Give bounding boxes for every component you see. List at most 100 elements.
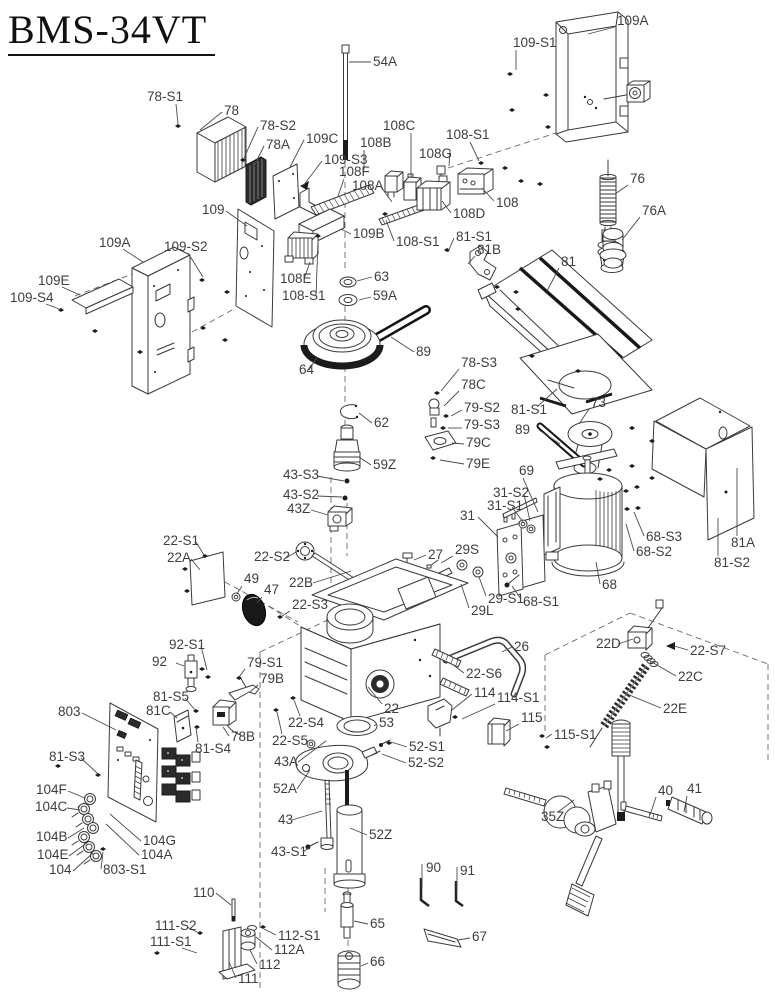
part-68-motor <box>543 455 625 577</box>
part-label-29L: 29L <box>471 603 494 618</box>
part-label-69: 69 <box>519 463 534 478</box>
part-label-115-S1: 115-S1 <box>554 727 597 742</box>
part-90-allen-key <box>419 878 430 907</box>
part-76-spring <box>599 159 617 227</box>
part-label-109A: 109A <box>99 235 131 250</box>
part-69-pin <box>502 497 538 519</box>
part-110-pin <box>231 898 236 922</box>
leader-line-76 <box>614 184 629 195</box>
part-label-47: 47 <box>264 582 279 597</box>
part-label-54A: 54A <box>373 54 397 69</box>
leader-line-79B <box>249 684 259 693</box>
part-78c-knob <box>428 398 440 416</box>
part-66-arbor <box>337 950 361 990</box>
leader-line-22E <box>621 691 662 709</box>
part-92-switch <box>184 654 198 692</box>
part-label-114: 114 <box>474 685 496 700</box>
part-52s2-screw <box>371 750 381 756</box>
part-label-104B: 104B <box>36 829 68 844</box>
part-label-81-S2: 81-S2 <box>714 555 750 570</box>
part-label-68-S1: 68-S1 <box>523 594 559 609</box>
part-label-22B: 22B <box>289 575 313 590</box>
leader-line-79-S2 <box>450 409 463 417</box>
part-109-plate <box>235 208 275 328</box>
part-43z-clamp <box>327 505 353 532</box>
part-52s1-screw <box>379 739 391 747</box>
part-label-108E: 108E <box>280 271 312 286</box>
leader-line-114 <box>451 693 473 711</box>
leader-line-112A <box>255 936 273 951</box>
part-43-screw <box>320 779 334 850</box>
part-label-59Z: 59Z <box>373 457 396 472</box>
part-label-22-S6: 22-S6 <box>466 666 502 681</box>
part-label-22: 22 <box>384 701 399 716</box>
leader-line-29L <box>460 583 470 609</box>
leader-line-65 <box>353 920 369 925</box>
part-59a-washer <box>338 294 358 306</box>
leader-line-22-S1 <box>195 541 205 556</box>
leader-line-109-S4 <box>45 303 60 310</box>
leader-line-108A <box>380 186 393 203</box>
leader-line-81-S5 <box>184 697 196 711</box>
leader-line-67 <box>457 937 471 941</box>
part-43s1-screw <box>305 841 319 850</box>
part-label-65: 65 <box>370 916 385 931</box>
leader-line-22-S4 <box>293 699 301 717</box>
leader-line-40 <box>649 796 657 816</box>
part-109a-frame <box>555 11 629 143</box>
part-label-81-S1: 81-S1 <box>456 229 492 244</box>
leader-line-109A <box>122 248 144 263</box>
part-41-arbor <box>666 796 713 825</box>
part-label-78A: 78A <box>266 137 290 152</box>
part-knob-stack <box>599 228 627 269</box>
part-label-109-S2: 109-S2 <box>164 239 208 254</box>
leader-line-115 <box>505 723 520 732</box>
part-label-22-S3: 22-S3 <box>292 597 328 612</box>
leader-line-29S <box>440 555 454 564</box>
part-22-body <box>300 558 469 723</box>
part-label-52-S2: 52-S2 <box>408 755 444 770</box>
leader-line-43Z <box>310 509 329 516</box>
part-label-112-S1: 112-S1 <box>278 928 321 943</box>
part-62-circlip <box>339 404 359 420</box>
leader-line-104A <box>105 823 140 856</box>
part-label-104C: 104C <box>35 799 68 814</box>
leader-line-109-S2 <box>187 252 204 278</box>
leader-line-69 <box>522 477 539 513</box>
part-label-63: 63 <box>374 269 389 284</box>
leader-line-64 <box>308 356 318 371</box>
part-label-52-S1: 52-S1 <box>409 739 445 754</box>
leader-line-78C <box>443 390 460 407</box>
part-label-22-S1: 22-S1 <box>163 533 199 548</box>
leader-line-104C <box>66 807 81 811</box>
leader-line-76A <box>621 216 641 241</box>
part-label-43-S1: 43-S1 <box>271 844 307 859</box>
leader-line-104B <box>67 827 85 839</box>
part-label-111-S2: 111-S2 <box>155 918 197 933</box>
part-label-108: 108 <box>496 195 519 210</box>
leader-line-27 <box>413 554 427 561</box>
leader-line-78A <box>252 145 265 169</box>
part-label-109-S3: 109-S3 <box>324 152 368 167</box>
part-label-104A: 104A <box>141 847 173 862</box>
part-108d-contactor <box>416 180 451 211</box>
part-label-22D: 22D <box>596 636 621 651</box>
leader-line-108 <box>481 187 495 202</box>
part-22c-spring <box>640 652 659 667</box>
part-label-92-S1: 92-S1 <box>169 637 205 652</box>
part-label-108D: 108D <box>453 206 486 221</box>
part-label-108B: 108B <box>360 135 392 150</box>
part-label-89: 89 <box>416 344 431 359</box>
leader-line-111 <box>228 961 237 979</box>
part-label-22-S5: 22-S5 <box>272 733 308 748</box>
part-43s3-screw <box>344 478 350 484</box>
part-label-43-S2: 43-S2 <box>283 487 319 502</box>
part-78b-block <box>212 699 242 736</box>
part-label-79C: 79C <box>466 435 491 450</box>
part-label-26: 26 <box>514 639 529 654</box>
part-label-59A: 59A <box>373 288 397 303</box>
part-108f-terminal-strip <box>310 184 375 216</box>
leader-line-22 <box>367 686 383 705</box>
part-label-22-S2: 22-S2 <box>254 549 290 564</box>
